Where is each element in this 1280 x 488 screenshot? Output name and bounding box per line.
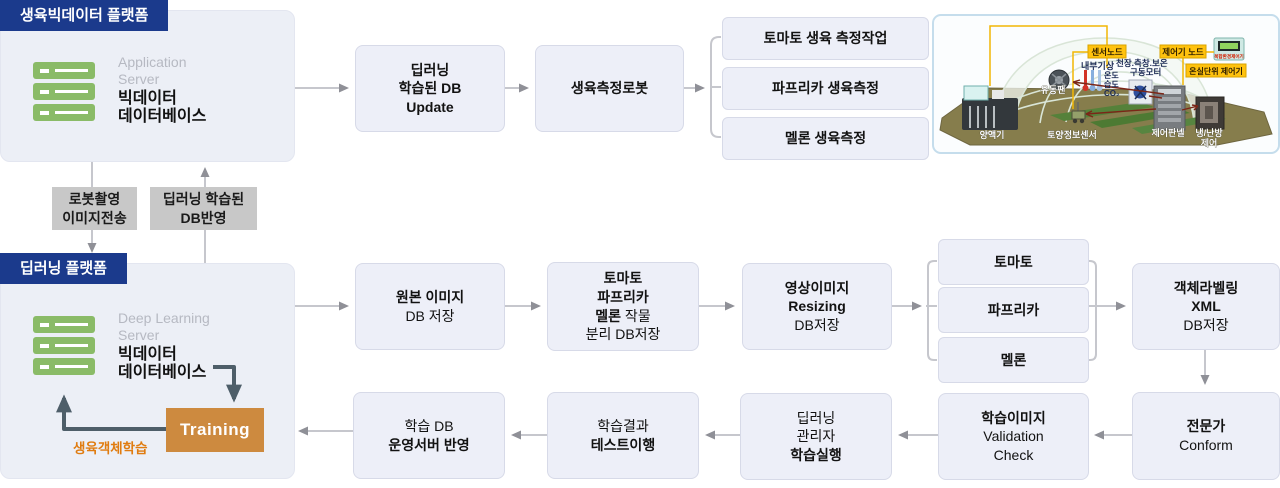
unit-controller-label: 온실단위 제어기	[1189, 66, 1243, 76]
flow-box-validation-check: 학습이미지 Validation Check	[938, 393, 1089, 480]
soil-sensor-device	[1071, 102, 1086, 124]
nutrient-label: 양액기	[980, 129, 1005, 140]
flow-box-crop-separation-db: 토마토 파프리카 멜론 작물 분리 DB저장	[547, 262, 699, 351]
controller-node-label: 제어기 노드	[1162, 47, 1204, 57]
flow-box-training-run: 딥러닝 관리자 학습실행	[740, 393, 892, 480]
sensor-node-label: 센서노드	[1091, 47, 1122, 57]
circulation-fan	[1048, 69, 1070, 91]
temp-text: 온도	[1104, 71, 1119, 80]
flow-box-crop-melon: 멜론	[938, 337, 1089, 383]
server-type-line: Application	[118, 54, 187, 70]
server-name-line: 빅데이터	[118, 90, 177, 108]
flow-box-deploy-db: 학습 DB 운영서버 반영	[353, 392, 505, 479]
hvac-label-line2: 제어	[1201, 137, 1218, 148]
server-name-line: 데이터베이스	[118, 108, 207, 126]
humidity-text: 습도	[1104, 79, 1119, 89]
environment-controller-device: 복합환경제어기	[1213, 37, 1245, 61]
tag-trained-db-feedback: 딥러닝 학습된 DB반영	[150, 187, 257, 230]
thermometer-icons	[1082, 70, 1103, 91]
hvac-label-line1: 냉/난방	[1195, 127, 1223, 138]
motor-text-line1: 천장.측창.보온	[1116, 58, 1168, 68]
flow-box-expert-conform: 전문가 Conform	[1132, 392, 1280, 480]
deeplearning-server-text: Deep Learning Server 빅데이터 데이터베이스	[118, 310, 210, 383]
equipment-labels: 유동팬 양액기 토양정보센서 제어판넬 냉/난방 제어	[979, 84, 1223, 149]
server-icon	[33, 316, 95, 375]
control-signal-arrows	[1072, 79, 1199, 118]
bigdata-platform-header: 생육빅데이터 플랫폼	[0, 0, 169, 31]
fan-label: 유동팬	[1041, 84, 1066, 95]
indoor-weather-text: 내부기상	[1081, 60, 1115, 71]
motor-text-line2: 구동모터	[1130, 67, 1161, 77]
flow-box-object-labeling-xml: 객체라벨링 XML DB저장	[1132, 263, 1280, 350]
server-type-line: Server	[118, 326, 160, 343]
flow-box-trained-db-update: 딥러닝 학습된 DB Update	[355, 45, 505, 132]
server-name-line: 빅데이터	[118, 346, 177, 364]
flow-box-crop-paprika: 파프리카	[938, 287, 1089, 333]
training-box: Training	[166, 408, 264, 452]
flow-box-test-execution: 학습결과 테스트이행	[547, 392, 699, 479]
server-name-line: 데이터베이스	[118, 364, 207, 382]
hvac-photo	[1195, 96, 1225, 130]
server-icon	[33, 62, 95, 121]
annotation-texts: 내부기상 천장.측창.보온 구동모터 온도 습도 CO₂	[1081, 58, 1168, 98]
yellow-labels: 센서노드 제어기 노드 온실단위 제어기	[1087, 44, 1247, 78]
nutrient-machine	[962, 85, 1018, 130]
flow-box-crop-tomato: 토마토	[938, 239, 1089, 285]
server-type-line: Deep Learning	[118, 310, 210, 326]
device-caption-text: 복합환경제어기	[1214, 53, 1244, 60]
tag-robot-image-upload: 로봇촬영 이미지전송	[52, 187, 137, 230]
flow-box-tomato-measure: 토마토 생육 측정작업	[722, 17, 929, 60]
greenhouse-illustration: 복합환경제어기 센서노드	[932, 14, 1280, 154]
growth-object-learning-label: 생육객체학습	[73, 441, 148, 456]
application-server-text: Application Server 빅데이터 데이터베이스	[118, 54, 206, 127]
soil-sensor-label: 토양정보센서	[1047, 129, 1097, 140]
flow-box-growth-robot: 생육측정로봇	[535, 45, 684, 132]
flow-box-melon-measure: 멜론 생육측정	[722, 117, 929, 160]
co2-text: CO₂	[1104, 89, 1120, 98]
control-panel-label: 제어판넬	[1151, 127, 1184, 138]
sensor-wires	[989, 25, 1214, 109]
server-type-line: Server	[118, 70, 160, 87]
flow-box-original-image-db: 원본 이미지 DB 저장	[355, 263, 505, 350]
flow-box-image-resizing-db: 영상이미지 Resizing DB저장	[742, 263, 892, 350]
flow-box-paprika-measure: 파프리카 생육측정	[722, 67, 929, 110]
deeplearning-platform-header: 딥러닝 플랫폼	[0, 253, 127, 284]
drive-motor	[1128, 79, 1153, 105]
